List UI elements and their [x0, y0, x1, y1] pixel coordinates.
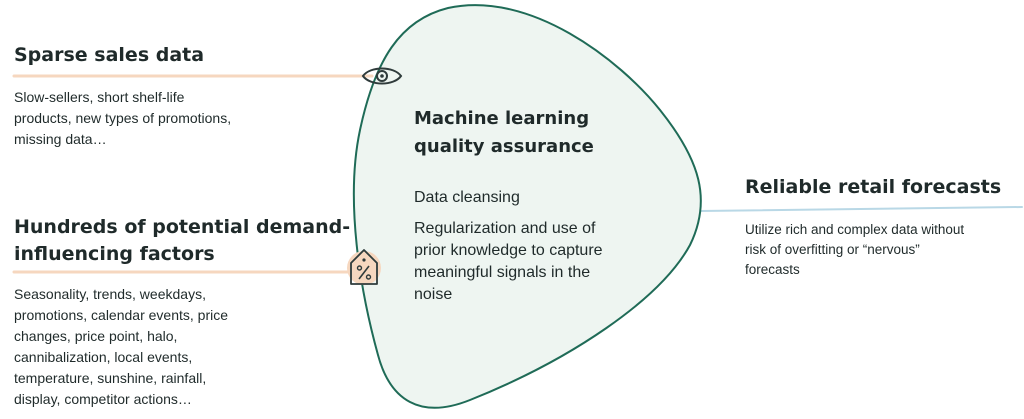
ml-quality-assurance-title-line: quality assurance	[414, 136, 594, 157]
demand-factors-line: temperature, sunshine, rainfall,	[14, 370, 207, 386]
ml-quality-assurance-shape	[352, 4, 702, 409]
demand-factors-line: Seasonality, trends, weekdays,	[14, 286, 206, 302]
sparse-sales-data-line: products, new types of promotions,	[14, 110, 232, 126]
regularization-line: meaningful signals in the	[414, 264, 591, 281]
regularization-line: noise	[414, 286, 453, 303]
data-cleansing-label: Data cleansing	[414, 189, 520, 206]
regularization-line: prior knowledge to capture	[414, 242, 603, 259]
demand-factors-heading-line: Hundreds of potential demand-	[14, 216, 351, 238]
demand-factors-line: display, competitor actions…	[14, 391, 192, 407]
reliable-forecasts-description: Utilize rich and complex data without ri…	[745, 220, 964, 280]
connector-reliable-forecasts	[699, 206, 1023, 212]
sparse-sales-data-line: Slow-sellers, short shelf-life	[14, 89, 185, 105]
demand-factors-line: promotions, calendar events, price	[14, 307, 228, 323]
reliable-forecasts-heading: Reliable retail forecasts	[745, 176, 1002, 198]
sparse-sales-data-line: missing data…	[14, 131, 107, 147]
regularization-description: Regularization and use of prior knowledg…	[414, 218, 603, 306]
reliable-forecasts-line: forecasts	[745, 262, 800, 277]
demand-factors-heading: Hundreds of potential demand- influencin…	[14, 214, 350, 268]
eye-icon	[361, 67, 403, 85]
reliable-forecasts-line: Utilize rich and complex data without	[745, 222, 965, 237]
ml-quality-assurance-title-line: Machine learning	[414, 108, 590, 129]
regularization-line: Regularization and use of	[414, 220, 596, 237]
ml-quality-assurance-title: Machine learning quality assurance	[414, 105, 594, 161]
demand-factors-line: changes, price point, halo,	[14, 328, 178, 344]
demand-factors-heading-line: influencing factors	[14, 243, 215, 265]
sparse-sales-data-description: Slow-sellers, short shelf-life products,…	[14, 87, 231, 150]
demand-factors-line: cannibalization, local events,	[14, 349, 193, 365]
percent-tag-icon	[347, 249, 381, 285]
reliable-forecasts-line: risk of overfitting or “nervous”	[745, 242, 920, 257]
demand-factors-description: Seasonality, trends, weekdays, promotion…	[14, 284, 228, 410]
sparse-sales-data-heading: Sparse sales data	[14, 44, 205, 66]
